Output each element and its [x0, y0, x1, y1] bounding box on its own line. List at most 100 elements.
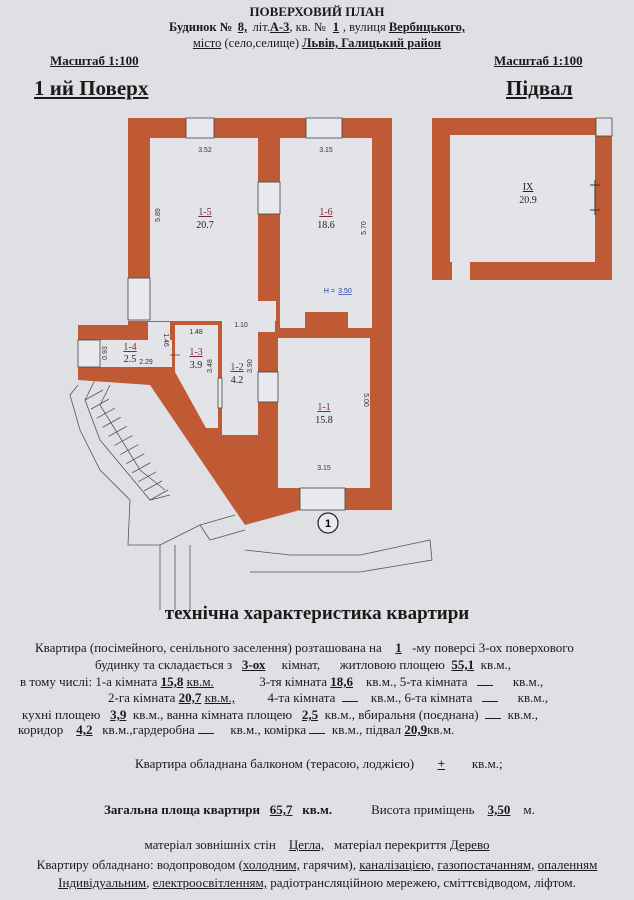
text: кв.м., підвал: [331, 722, 402, 737]
text: м.: [523, 802, 535, 817]
text: в тому числі: 1-а кімната: [20, 674, 158, 689]
equipment-line-2: Індивідуальним, електроосвітленням, раді…: [58, 875, 576, 890]
text: Квартира (посімейного, сенільного заселе…: [35, 640, 382, 655]
dim: 1.48: [189, 329, 203, 336]
house-number: 8,: [237, 20, 248, 34]
room-id-ix: IX: [523, 182, 534, 193]
eq-sewer: каналізацією,: [359, 857, 435, 872]
bathroom-area: 2,5: [301, 707, 319, 722]
room-1-1-floor: [278, 338, 370, 488]
text: кв.м., ванна кімната площею: [132, 707, 293, 722]
text: Квартира обладнана балконом (терасою, ло…: [135, 756, 415, 771]
dim: 2.29: [139, 359, 153, 366]
room-1-4-nook: [148, 322, 170, 342]
entrance-marker-label: 1: [325, 518, 331, 530]
room-area-1-3: 3.9: [190, 360, 203, 371]
text: 4-та кімната: [267, 690, 336, 705]
spec-title: технічна характеристика квартири: [164, 603, 470, 624]
address-line: Будинок № 8, літ.А-3, кв. № 1, вулиця Ве…: [0, 20, 634, 35]
window: [305, 117, 343, 139]
text: кв.м.;: [471, 756, 503, 771]
right-scale: Масштаб 1:100: [494, 53, 583, 68]
corridor-strip: [258, 320, 275, 332]
stair-step: [102, 416, 121, 428]
city-note: (село,селище): [224, 36, 300, 50]
spec-line-5: кухні площею 3,9 кв.м., ванна кімната пл…: [22, 707, 538, 723]
lit-label: літ.: [252, 20, 270, 34]
height-value: 3,50: [487, 802, 511, 817]
text: кв.м., 5-та кімната: [366, 674, 468, 689]
text: 3-тя кімната: [259, 674, 328, 689]
room2-area: 20,7: [178, 690, 202, 705]
dim: 0.93: [102, 346, 109, 360]
text: 2-га кімната: [108, 690, 176, 705]
text: кв.м.: [302, 802, 333, 817]
living-area: 55,1: [451, 657, 475, 672]
spec-line-3: в тому числі: 1-а кімната 15,8 кв.м. 3-т…: [20, 674, 543, 690]
apt-number: 1: [332, 20, 340, 34]
empty-value: [477, 677, 494, 686]
text: будинку та складається з: [95, 657, 233, 672]
window: [185, 117, 215, 139]
apt-label: , кв. №: [289, 20, 326, 34]
room-area-1-4: 2.5: [124, 354, 137, 365]
room-area-1-2: 4.2: [231, 375, 244, 386]
dim: 3.15: [317, 465, 331, 472]
room-id-1-1: 1-1: [317, 402, 330, 413]
dim: 1.10: [234, 322, 248, 329]
text: матеріал перекриття: [333, 837, 447, 852]
entrance-marker: [317, 512, 339, 534]
text: матеріал зовнішніх стін: [144, 837, 276, 852]
total-label: Загальна площа квартири: [104, 802, 260, 817]
text: кв.м.,: [480, 657, 512, 672]
room-1-2-floor: [222, 320, 258, 435]
materials-line: матеріал зовнішніх стін Цегла, матеріал …: [0, 837, 634, 853]
room-1-6-floor: [280, 138, 372, 328]
text: радіотрансляційною мережею, сміттєвідвод…: [267, 875, 576, 890]
room-1-4-floor: [100, 340, 172, 367]
text: кв.м., 6-та кімната: [370, 690, 473, 705]
empty-value: [309, 725, 326, 734]
height-value: 3.50: [338, 288, 352, 295]
text: кв.м.: [186, 674, 214, 689]
stair-step: [126, 453, 145, 464]
left-plan-title: 1 ий Поверх: [34, 76, 149, 100]
dim: 5.70: [361, 221, 368, 235]
stair-step: [114, 435, 133, 446]
dim: 5.00: [362, 393, 369, 407]
room-id-1-2: 1-2: [230, 362, 243, 373]
corridor-area: 4,2: [76, 722, 93, 737]
room1-area: 15,8: [160, 674, 184, 689]
eq-electric: електроосвітленням,: [152, 875, 267, 890]
kitchen-area: 3,9: [110, 707, 127, 722]
floor-plan: 1-5 20.7 1-6 18.6 1-4 2.5 1-3 3.9 1-2 4.…: [69, 117, 613, 610]
door: [257, 181, 281, 215]
text: кв.м.: [427, 722, 455, 737]
spec-line-1: Квартира (посімейного, сенільного заселе…: [35, 640, 574, 656]
room-area-1-5: 20.7: [196, 220, 214, 231]
room-id-1-3: 1-3: [189, 347, 202, 358]
dim: 1.46: [162, 333, 169, 347]
text: коридор: [18, 722, 64, 737]
room-id-1-4: 1-4: [123, 342, 136, 353]
spec-line-6: коридор 4,2 кв.м.,гардеробна кв.м., комі…: [18, 722, 454, 738]
street-label: , вулиця: [342, 20, 386, 34]
dim: 3.90: [247, 359, 254, 373]
window: [217, 377, 223, 409]
empty-value: [341, 693, 358, 702]
window: [77, 339, 101, 368]
staircase: [69, 379, 433, 610]
city-value: Львів, Галицький район: [302, 36, 442, 50]
stair-step: [84, 389, 104, 401]
room-area-1-1: 15.8: [315, 415, 333, 426]
eq-individual: Індивідуальним: [58, 875, 147, 890]
dim: 3.48: [207, 359, 214, 373]
door: [299, 487, 346, 511]
height-label: H =: [324, 288, 335, 295]
spec-line-2: будинку та складається з 3-ох кімнат, жи…: [95, 657, 511, 673]
height-label: Висота приміщень: [371, 802, 475, 817]
eq-cold: холодним,: [242, 857, 300, 872]
room-id-1-5: 1-5: [198, 207, 211, 218]
street-value: Вербицького,: [388, 20, 465, 34]
room-id-1-6: 1-6: [319, 207, 332, 218]
